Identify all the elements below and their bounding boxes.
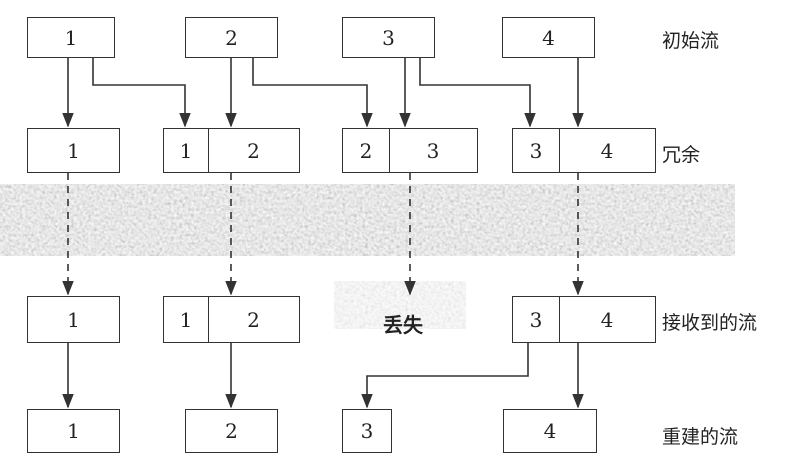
redundant-packet-4: 3 4 bbox=[512, 128, 656, 173]
rebuilt-packet-1: 1 bbox=[27, 409, 120, 453]
redundant-cell-main: 2 bbox=[247, 138, 260, 163]
received-cell-copy: 3 bbox=[513, 297, 560, 342]
redundant-cell-main: 4 bbox=[600, 138, 614, 163]
received-cell-main: 2 bbox=[247, 307, 260, 332]
initial-packet-4: 4 bbox=[502, 17, 595, 58]
noise-band bbox=[20, 190, 670, 325]
lost-label: 丢失 bbox=[383, 313, 423, 337]
redundant-cell-main: 3 bbox=[426, 138, 440, 163]
redundant-cell-copy: 1 bbox=[164, 129, 209, 172]
received-packet-2: 1 2 bbox=[163, 296, 300, 343]
arrow-3-copy bbox=[419, 57, 536, 128]
row-label-redundant: 冗余 bbox=[662, 144, 701, 166]
initial-packet-2: 2 bbox=[185, 17, 278, 58]
received-packet-1: 1 bbox=[27, 296, 120, 343]
initial-packet-3: 3 bbox=[342, 17, 435, 58]
row-label-initial: 初始流 bbox=[662, 30, 720, 52]
received-packet-4: 3 4 bbox=[512, 296, 656, 343]
arrow-2-copy bbox=[252, 57, 373, 128]
arrow-rebuild-3 bbox=[361, 343, 529, 409]
rebuilt-packet-2: 2 bbox=[185, 409, 278, 453]
row-label-rebuilt: 重建的流 bbox=[662, 426, 739, 448]
received-cell-main: 4 bbox=[600, 307, 614, 332]
redundant-packet-1: 1 bbox=[27, 128, 120, 173]
row-label-received: 接收到的流 bbox=[662, 312, 758, 334]
arrow-1-copy bbox=[92, 57, 191, 128]
received-cell-copy: 1 bbox=[164, 297, 209, 342]
rebuilt-packet-3: 3 bbox=[342, 409, 392, 453]
initial-packet-1: 1 bbox=[27, 17, 115, 58]
rebuilt-packet-4: 4 bbox=[503, 409, 597, 453]
redundant-cell-copy: 3 bbox=[513, 129, 560, 172]
redundant-cell-copy: 2 bbox=[343, 129, 390, 172]
redundant-packet-2: 1 2 bbox=[163, 128, 300, 173]
redundant-packet-3: 2 3 bbox=[342, 128, 478, 173]
